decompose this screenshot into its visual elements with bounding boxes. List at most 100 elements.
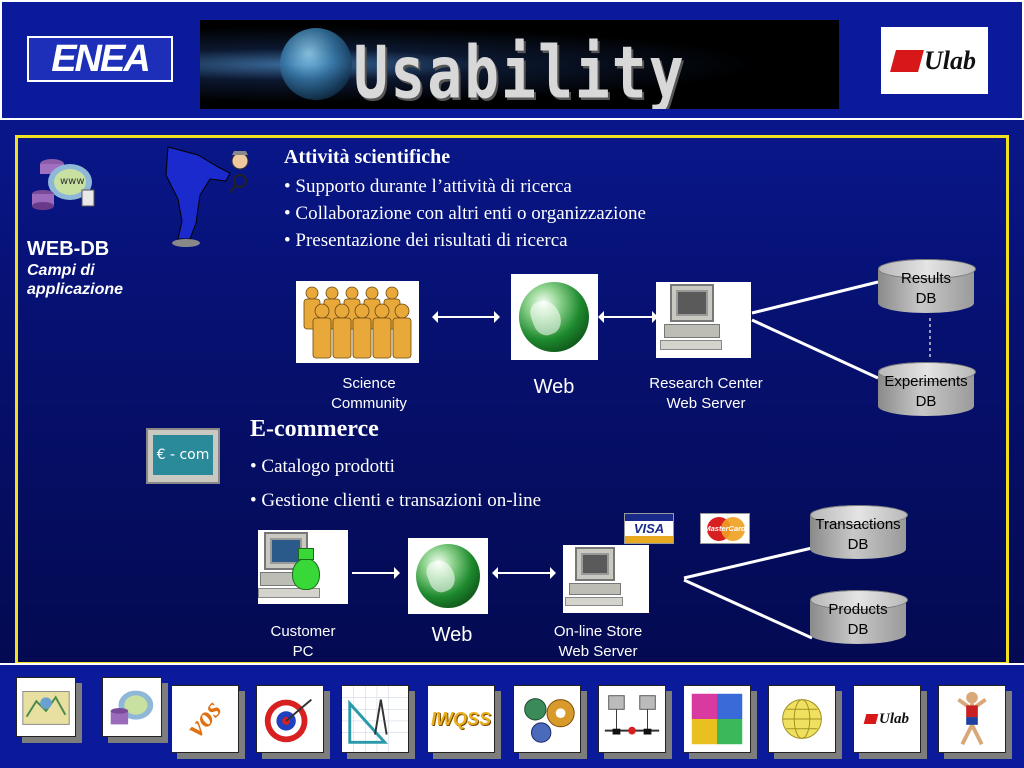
- pc-base: [569, 583, 621, 595]
- ulab-logo[interactable]: Ulab: [881, 27, 988, 94]
- vos-text: vos: [180, 694, 229, 743]
- ulab-logo-text: Ulab: [924, 45, 976, 75]
- nav-tile-puzzle[interactable]: [683, 685, 751, 753]
- arrow-web-store: [492, 567, 556, 579]
- web-db-title-line2: Campi di: [27, 262, 95, 279]
- arrow-web-server: [598, 311, 658, 323]
- ecommerce-heading: E-commerce: [250, 416, 379, 442]
- science-bullet-2: • Collaborazione con altri enti o organi…: [284, 203, 646, 224]
- web-globe-image-2: [408, 538, 488, 614]
- drafting-tools-icon: [342, 686, 408, 752]
- visa-label: VISA: [633, 521, 665, 536]
- db-label: Products: [828, 601, 888, 618]
- nav-tile-webdb[interactable]: [102, 677, 162, 737]
- db-label: DB: [847, 535, 869, 553]
- usability-laboratory-banner: Usability Laboratory: [200, 20, 839, 109]
- science-bullet-1: • Supporto durante l’attività di ricerca: [284, 176, 572, 197]
- nav-tile-vos[interactable]: vos: [171, 685, 239, 753]
- results-db: Results DB: [878, 259, 976, 313]
- experiments-db: Experiments DB: [878, 362, 976, 416]
- nav-tile-map[interactable]: [16, 677, 76, 737]
- iwqss-text: IWQSS: [430, 708, 491, 729]
- ulab-small-text: Ulab: [879, 710, 909, 727]
- globe-icon: [416, 544, 480, 608]
- gears-icon: [524, 698, 575, 743]
- nav-tile-ulab[interactable]: Ulab: [853, 685, 921, 753]
- science-bullet-3: • Presentazione dei risultati di ricerca: [284, 230, 568, 251]
- ecom-monitor-icon: € - com: [146, 428, 220, 484]
- puzzle-icon: [691, 693, 743, 745]
- runner-icon: [957, 691, 987, 746]
- nav-tile-gears[interactable]: [513, 685, 581, 753]
- customer-pc-image: [258, 530, 348, 604]
- transactions-db: Transactions DB: [810, 505, 908, 559]
- researcher-figure: [160, 145, 260, 247]
- science-community-image: [296, 281, 419, 363]
- caption-line: On-line Store: [553, 623, 643, 640]
- nav-tile-iwqss[interactable]: IWQSS: [427, 685, 495, 753]
- keyboard-icon: [565, 597, 623, 606]
- vos-logo-icon: vos: [172, 686, 238, 752]
- pc-base: [664, 324, 720, 338]
- web-caption-science: Web: [533, 376, 575, 398]
- nav-tile-network[interactable]: [598, 685, 666, 753]
- db-label: DB: [847, 620, 869, 638]
- network-icon: [604, 695, 660, 735]
- keyboard-icon: [660, 340, 722, 350]
- enea-logo[interactable]: ENEA: [27, 36, 173, 82]
- web-globe-image: [511, 274, 598, 360]
- research-server-caption: Research Center Web Server: [626, 374, 786, 415]
- caption-line: Community: [331, 395, 407, 413]
- caption-line: PC: [292, 643, 314, 661]
- map-icon: [22, 691, 70, 725]
- web-db-title: WEB-DB Campi di applicazione: [27, 237, 123, 299]
- db-label: DB: [915, 392, 937, 410]
- bottom-navigation-bar: vos IWQSS: [0, 663, 1024, 768]
- products-db: Products DB: [810, 590, 908, 644]
- arrow-community-web: [432, 311, 500, 323]
- planet-graphic: [280, 28, 352, 100]
- caption-line: Web Server: [666, 395, 746, 413]
- visa-card-icon: VISA: [624, 513, 674, 544]
- science-community-caption: Science Community: [309, 374, 429, 415]
- web-db-icon: www: [30, 150, 98, 212]
- arrow-customer-web: [352, 567, 400, 579]
- research-server-image: [656, 282, 751, 358]
- ecom-icon-text: € - com: [156, 447, 210, 463]
- monitor-icon: [575, 547, 615, 581]
- web-db-icon: [110, 690, 154, 725]
- caption-line: Research Center: [649, 375, 763, 392]
- caption-line: Customer: [270, 623, 336, 640]
- store-server-image: [563, 545, 649, 613]
- customer-pc-caption: Customer PC: [243, 622, 363, 663]
- ulab-small-logo-icon: Ulab: [854, 686, 920, 752]
- target-icon: [264, 698, 312, 743]
- db-label: DB: [915, 289, 937, 307]
- keyboard-icon: [258, 588, 320, 598]
- db-label: Transactions: [815, 516, 901, 533]
- monitor-icon: [670, 284, 714, 322]
- web-db-title-line1: WEB-DB: [27, 238, 110, 260]
- store-server-caption: On-line Store Web Server: [523, 622, 673, 663]
- nav-tile-target[interactable]: [256, 685, 324, 753]
- web-db-title-line3: applicazione: [27, 281, 124, 299]
- web-caption-ecommerce: Web: [431, 624, 473, 646]
- db-label: Experiments: [884, 373, 968, 390]
- caption-line: Science: [342, 375, 396, 392]
- nav-tile-globe[interactable]: [768, 685, 836, 753]
- mastercard-icon: MasterCard: [700, 513, 750, 544]
- money-bag-icon: [292, 558, 320, 590]
- iwqss-logo-icon: IWQSS: [428, 686, 494, 752]
- header-banner: ENEA Usability Laboratory Ulab: [0, 0, 1024, 120]
- svg-text:www: www: [60, 176, 85, 187]
- enea-logo-text: ENEA: [51, 37, 151, 80]
- globe-icon: [519, 282, 589, 352]
- wireframe-globe-icon: [782, 699, 822, 739]
- mastercard-label: MasterCard: [704, 524, 746, 533]
- nav-tile-runner[interactable]: [938, 685, 1006, 753]
- science-heading: Attività scientifiche: [284, 146, 451, 168]
- ecommerce-bullet-2: • Gestione clienti e transazioni on-line: [250, 490, 542, 511]
- banner-title: Usability Laboratory: [353, 30, 686, 109]
- nav-tile-drafting[interactable]: [341, 685, 409, 753]
